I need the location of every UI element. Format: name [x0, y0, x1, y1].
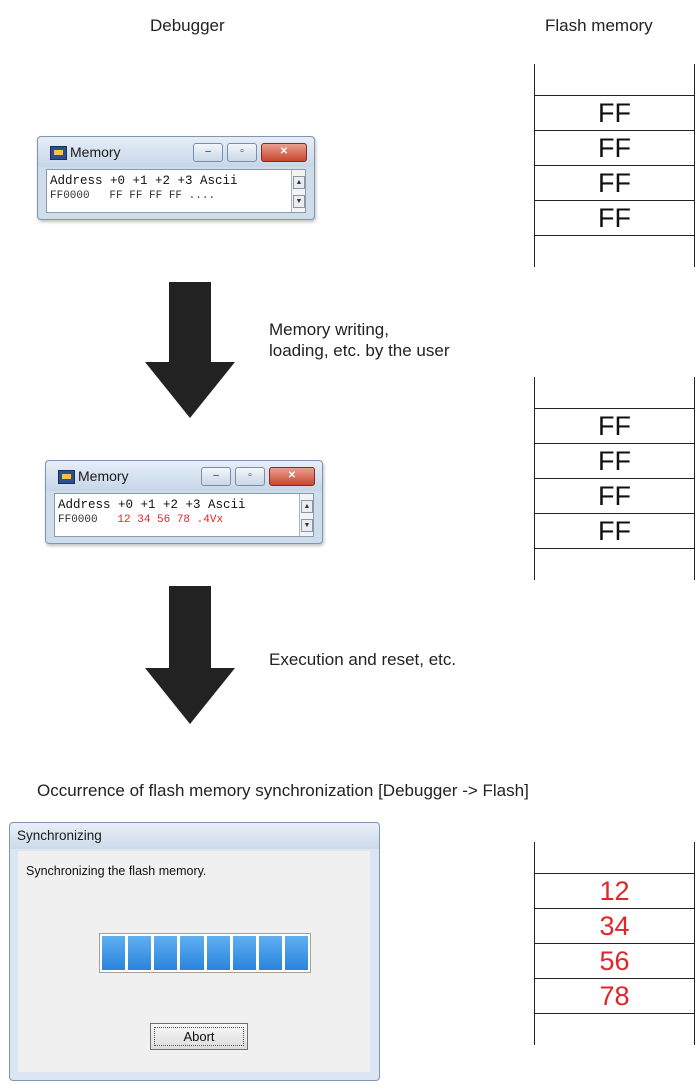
minimize-button[interactable]: – — [193, 143, 223, 162]
flash-stub-bottom — [534, 549, 695, 580]
progress-segment — [258, 936, 282, 970]
progress-segment — [128, 936, 152, 970]
memory-values: 12 34 56 78 .4Vx — [117, 514, 224, 526]
memory-row: FF0000 12 34 56 78 .4Vx — [58, 514, 223, 526]
flash-cell: FF — [534, 514, 695, 549]
memory-column-header: Address +0 +1 +2 +3 Ascii — [58, 498, 246, 512]
flash-cell: 12 — [534, 873, 695, 909]
progress-segment — [284, 936, 308, 970]
memory-values: FF FF FF FF .... — [109, 190, 216, 202]
progress-segment — [180, 936, 204, 970]
memory-window-titlebar: Memory – ▫ ✕ — [46, 461, 322, 491]
progress-segment — [102, 936, 126, 970]
flash-cell: FF — [534, 131, 695, 166]
flash-stub-bottom — [534, 1014, 695, 1045]
memory-dump-area: Address +0 +1 +2 +3 Ascii FF0000 FF FF F… — [46, 169, 306, 213]
flash-stub-top — [534, 377, 695, 408]
flash-memory-header: Flash memory — [545, 16, 653, 35]
flash-cell: FF — [534, 444, 695, 479]
memory-scrollbar[interactable]: ▲ ▼ — [291, 170, 305, 212]
synchronizing-dialog: Synchronizing Synchronizing the flash me… — [9, 822, 380, 1081]
dialog-titlebar: Synchronizing — [10, 823, 379, 849]
flash-stub-top — [534, 842, 695, 873]
progress-segment — [154, 936, 178, 970]
flash-memory-after: 12 34 56 78 — [534, 842, 695, 1045]
memory-window-title: Memory — [78, 468, 129, 484]
flash-cell: FF — [534, 408, 695, 444]
memory-window-icon — [58, 470, 75, 484]
abort-button[interactable]: Abort — [150, 1023, 248, 1050]
scroll-up-icon[interactable]: ▲ — [301, 500, 313, 513]
memory-scrollbar[interactable]: ▲ ▼ — [299, 494, 313, 536]
maximize-button[interactable]: ▫ — [227, 143, 257, 162]
memory-column-header: Address +0 +1 +2 +3 Ascii — [50, 174, 238, 188]
flash-cell: 34 — [534, 909, 695, 944]
step2-note: Execution and reset, etc. — [269, 650, 457, 669]
memory-dump-area: Address +0 +1 +2 +3 Ascii FF0000 12 34 5… — [54, 493, 314, 537]
dialog-message: Synchronizing the flash memory. — [26, 864, 207, 878]
progress-segment — [206, 936, 230, 970]
memory-window-titlebar: Memory – ▫ ✕ — [38, 137, 314, 167]
flash-cell: 78 — [534, 979, 695, 1014]
dialog-title: Synchronizing — [17, 828, 102, 843]
step1-note: Memory writing, loading, etc. by the use… — [269, 319, 450, 361]
maximize-button[interactable]: ▫ — [235, 467, 265, 486]
scroll-up-icon[interactable]: ▲ — [293, 176, 305, 189]
memory-address: FF0000 — [58, 514, 98, 526]
flash-cell: FF — [534, 479, 695, 514]
progress-segment — [232, 936, 256, 970]
flash-cell: 56 — [534, 944, 695, 979]
memory-window-title: Memory — [70, 144, 121, 160]
flash-memory-middle: FF FF FF FF — [534, 377, 695, 580]
memory-window-icon — [50, 146, 67, 160]
flash-memory-before: FF FF FF FF — [534, 64, 695, 267]
flash-cell: FF — [534, 201, 695, 236]
memory-window-after: Memory – ▫ ✕ Address +0 +1 +2 +3 Ascii F… — [45, 460, 323, 544]
sync-note: Occurrence of flash memory synchronizati… — [37, 781, 529, 800]
flash-cell: FF — [534, 166, 695, 201]
flash-cell: FF — [534, 95, 695, 131]
step1-note-line2: loading, etc. by the user — [269, 341, 450, 360]
flash-stub-top — [534, 64, 695, 95]
memory-address: FF0000 — [50, 190, 90, 202]
dialog-client-area: Synchronizing the flash memory. Abort — [18, 851, 370, 1072]
step1-note-line1: Memory writing, — [269, 320, 389, 339]
sync-progress-bar — [99, 933, 311, 973]
scroll-down-icon[interactable]: ▼ — [293, 195, 305, 208]
close-button[interactable]: ✕ — [261, 143, 307, 162]
close-button[interactable]: ✕ — [269, 467, 315, 486]
minimize-button[interactable]: – — [201, 467, 231, 486]
memory-window-before: Memory – ▫ ✕ Address +0 +1 +2 +3 Ascii F… — [37, 136, 315, 220]
memory-row: FF0000 FF FF FF FF .... — [50, 190, 215, 202]
flash-stub-bottom — [534, 236, 695, 267]
scroll-down-icon[interactable]: ▼ — [301, 519, 313, 532]
debugger-header: Debugger — [150, 16, 225, 35]
